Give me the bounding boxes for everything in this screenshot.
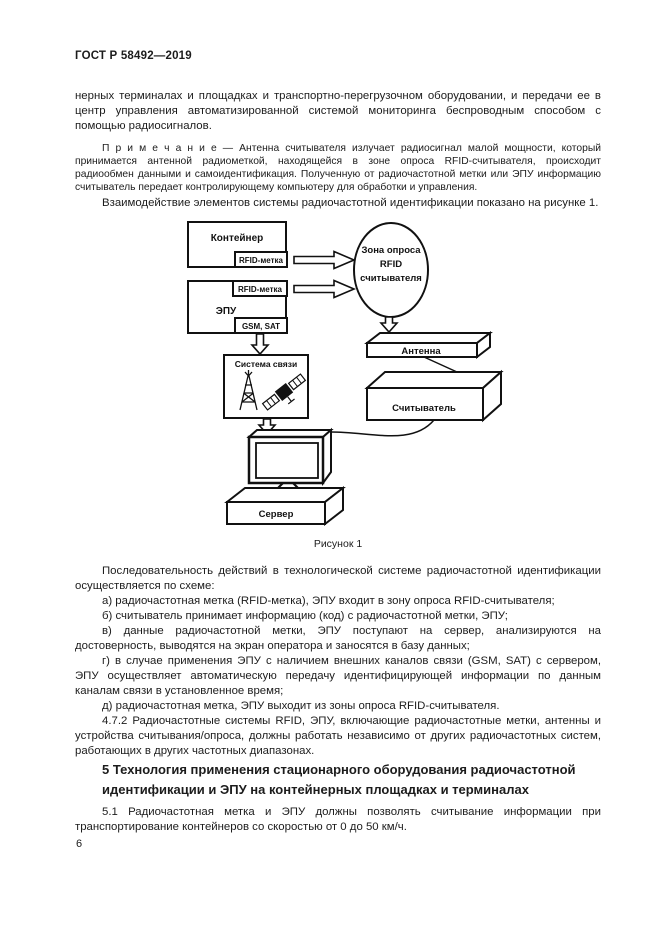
reader-top-face: [364, 371, 504, 389]
figure-diagram: Контейнер RFID-метка RFID-метка ЭПУ GSM,…: [0, 220, 661, 532]
rfid-tag-label-1: RFID-метка: [239, 256, 284, 265]
container-label: Контейнер: [211, 233, 264, 244]
server-top-face: [224, 487, 346, 503]
comm-system-label: Система связи: [235, 359, 297, 369]
zone-label-line3: считывателя: [360, 273, 422, 284]
antenna-reader-connector: [423, 356, 458, 373]
gsm-sat-label: GSM, SAT: [242, 322, 280, 331]
rfid-system-diagram: Контейнер RFID-метка RFID-метка ЭПУ GSM,…: [187, 221, 504, 527]
server-label: Сервер: [259, 509, 294, 520]
list-item: д) радиочастотная метка, ЭПУ выходит из …: [102, 700, 500, 712]
server-box: [226, 501, 326, 525]
rfid-tag-box-2: [232, 280, 288, 297]
arrow-right-icon: [293, 250, 357, 270]
list-item: б) считыватель принимает информацию (код…: [102, 610, 508, 622]
antenna-label: Антенна: [401, 346, 441, 357]
list-item: г) в случае применения ЭПУ с наличием вн…: [75, 655, 601, 697]
rfid-tag-label-2: RFID-метка: [238, 285, 283, 294]
paragraph: нерных терминалах и площадках и транспор…: [75, 90, 601, 132]
reader-box: [366, 387, 484, 421]
zone-label-line2: RFID: [380, 259, 402, 270]
paragraph: 5.1 Радиочастотная метка и ЭПУ должны по…: [75, 806, 601, 833]
radio-tower-icon: [239, 370, 258, 411]
doc-header: ГОСТ Р 58492—2019: [75, 50, 192, 62]
paragraph: Последовательность действий в технологич…: [75, 565, 601, 592]
note-block: П р и м е ч а н и е — Антенна считывател…: [75, 142, 601, 194]
antenna-box: [366, 342, 478, 358]
page-number: 6: [76, 838, 83, 850]
zone-label-line1: Зона опроса: [361, 245, 421, 256]
epu-label: ЭПУ: [216, 306, 237, 317]
section-heading: 5 Технология применения стационарного об…: [102, 762, 576, 797]
note-paragraph: П р и м е ч а н и е — Антенна считывател…: [75, 143, 601, 193]
figure-ref-block: Взаимодействие элементов системы радиоча…: [75, 196, 601, 211]
rfid-tag-box-1: [234, 251, 288, 268]
figure-caption: Рисунок 1: [313, 538, 363, 550]
intro-paragraph-block: нерных терминалах и площадках и транспор…: [75, 89, 601, 134]
sequence-block: Последовательность действий в технологич…: [75, 564, 601, 759]
section5-paragraph-block: 5.1 Радиочастотная метка и ЭПУ должны по…: [75, 805, 601, 835]
arrow-right-icon: [293, 279, 357, 299]
arrow-down-icon: [250, 333, 270, 356]
arrow-down-icon: [379, 316, 399, 334]
paragraph: Взаимодействие элементов системы радиоча…: [102, 197, 599, 209]
satellite-icon: [261, 373, 307, 411]
list-item: а) радиочастотная метка (RFID-метка), ЭП…: [102, 595, 555, 607]
interrogation-zone-ellipse: [353, 222, 429, 318]
reader-label: Считыватель: [392, 403, 456, 414]
gsm-sat-box: [234, 317, 288, 334]
list-item: в) данные радиочастотной метки, ЭПУ пост…: [75, 625, 601, 652]
antenna-top-face: [364, 332, 493, 344]
reader-monitor-connector: [330, 419, 435, 437]
monitor-screen: [255, 442, 319, 479]
paragraph: 4.7.2 Радиочастотные системы RFID, ЭПУ, …: [75, 715, 601, 757]
